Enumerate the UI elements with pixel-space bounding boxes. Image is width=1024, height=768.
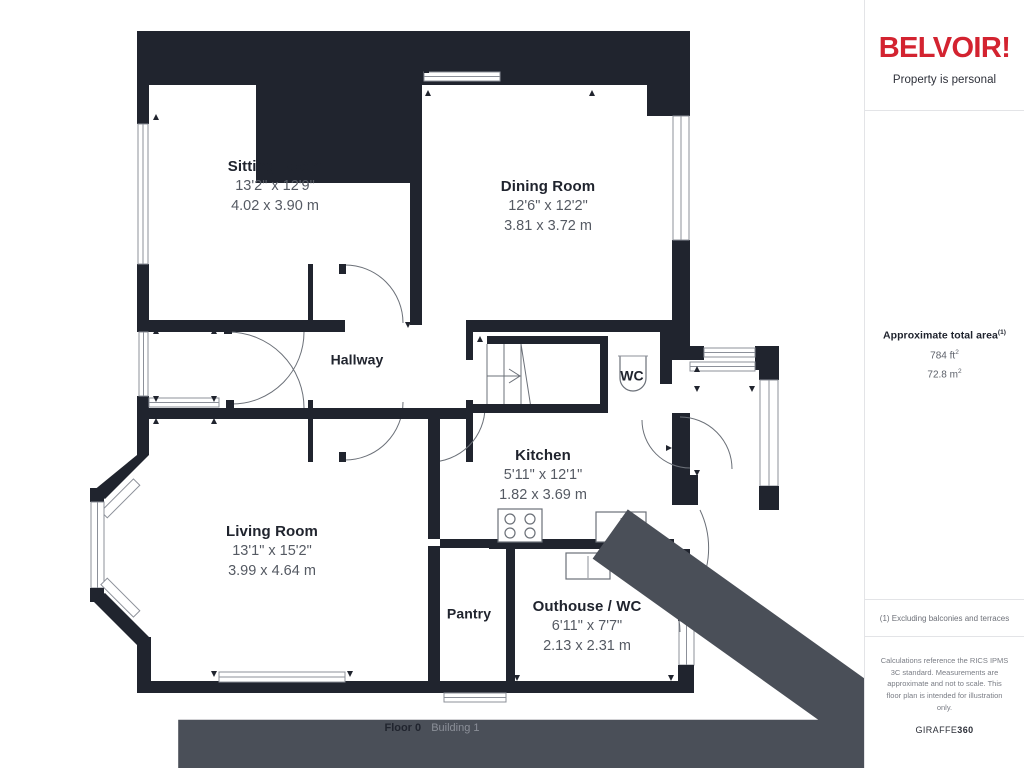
brand-block: BELVOIR! Property is personal bbox=[865, 0, 1024, 110]
total-area-imperial: 784 ft2 bbox=[930, 349, 959, 361]
total-area-metric-value: 72.8 m bbox=[927, 369, 958, 381]
sidebar-divider-top bbox=[865, 110, 1024, 111]
building-label: Building 1 bbox=[431, 722, 480, 734]
total-area-title-text: Approximate total area bbox=[883, 329, 998, 342]
plan-footer: Floor 0 Building 1 bbox=[0, 722, 864, 734]
info-sidebar: BELVOIR! Property is personal Approximat… bbox=[864, 0, 1024, 768]
belvoir-logo: BELVOIR! bbox=[878, 32, 1011, 64]
provider-name: GIRAFFE bbox=[915, 725, 958, 736]
footnote-marker: (1) bbox=[997, 329, 1006, 337]
total-area-imperial-value: 784 ft bbox=[930, 350, 956, 362]
sidebar-divider-bottom bbox=[865, 636, 1024, 637]
total-area-metric: 72.8 m2 bbox=[927, 368, 961, 380]
total-area-title: Approximate total area(1) bbox=[883, 329, 1006, 342]
disclaimer-text: Calculations reference the RICS IPMS 3C … bbox=[880, 656, 1009, 712]
metric-unit-exponent: 2 bbox=[957, 368, 962, 376]
brand-tagline: Property is personal bbox=[892, 74, 997, 86]
imperial-unit-exponent: 2 bbox=[955, 348, 959, 356]
provider-logo: GIRAFFE360 bbox=[865, 725, 1024, 735]
floor-label: Floor 0 bbox=[384, 722, 422, 734]
total-area-block: Approximate total area(1) 784 ft2 72.8 m… bbox=[865, 111, 1024, 599]
sidebar-divider-mid bbox=[865, 599, 1024, 600]
footnote-text: (1) Excluding balconies and terraces bbox=[879, 613, 1010, 623]
provider-suffix: 360 bbox=[957, 725, 974, 736]
